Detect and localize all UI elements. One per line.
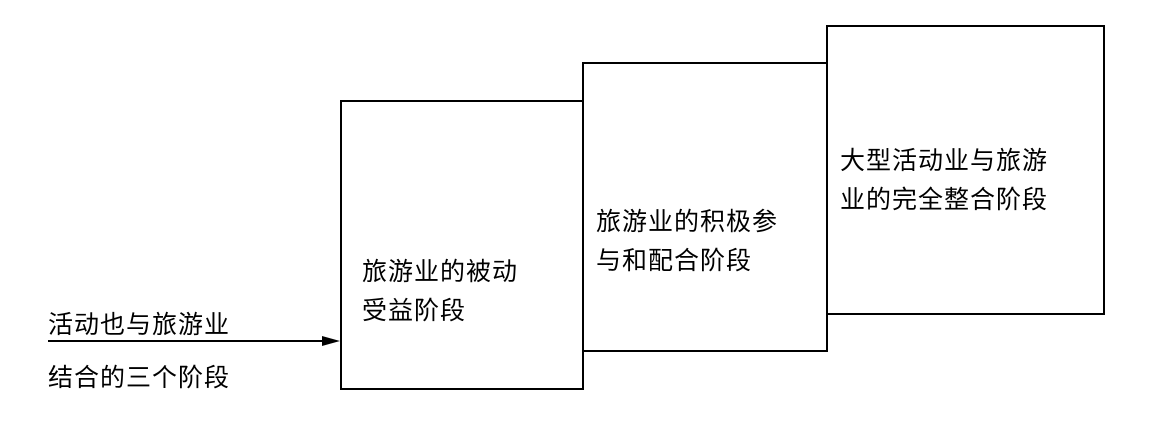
stage-3-line-1: 大型活动业与旅游: [840, 146, 1049, 175]
stage-box-3: 大型活动业与旅游 业的完全整合阶段: [826, 25, 1105, 315]
stage-2-text: 旅游业的积极参 与和配合阶段: [596, 202, 778, 280]
stage-1-line-2: 受益阶段: [362, 296, 467, 325]
stage-3-line-2: 业的完全整合阶段: [840, 185, 1049, 214]
stage-2-line-1: 旅游业的积极参: [596, 207, 779, 236]
stage-2-line-2: 与和配合阶段: [596, 246, 753, 275]
stage-box-2: 旅游业的积极参 与和配合阶段: [582, 62, 828, 352]
stage-box-1: 旅游业的被动 受益阶段: [340, 100, 584, 390]
intro-label-line-1: 活动也与旅游业: [48, 310, 231, 339]
stage-3-text: 大型活动业与旅游 业的完全整合阶段: [840, 141, 1048, 219]
arrowhead-icon: [322, 336, 340, 346]
stage-1-line-1: 旅游业的被动: [362, 257, 519, 286]
stage-1-text: 旅游业的被动 受益阶段: [362, 252, 518, 330]
intro-label-line-2: 结合的三个阶段: [48, 363, 231, 392]
